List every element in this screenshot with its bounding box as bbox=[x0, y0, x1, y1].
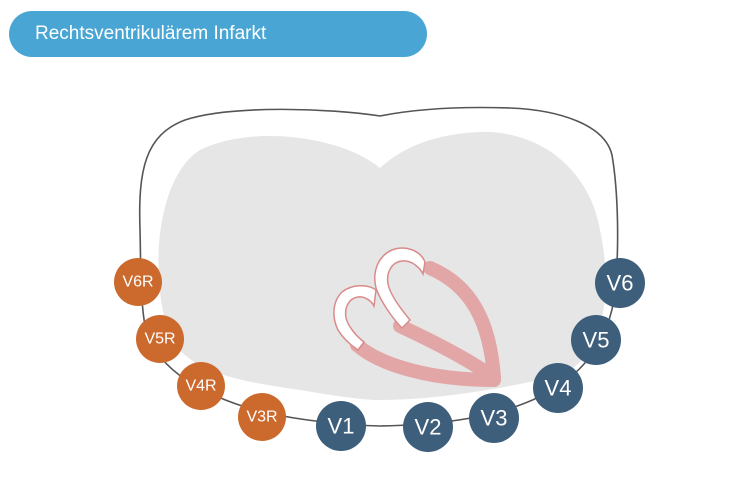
lead-v3: V3 bbox=[469, 393, 519, 443]
lead-v5r-electrode bbox=[136, 315, 184, 363]
heart-icon bbox=[333, 247, 501, 387]
lead-v4-label: V4 bbox=[545, 376, 572, 401]
septum-wall bbox=[393, 319, 501, 385]
thorax-outline bbox=[138, 106, 619, 427]
lead-v6r: V6R bbox=[114, 258, 162, 306]
lead-v5-label: V5 bbox=[583, 328, 610, 353]
lead-v3-electrode bbox=[469, 393, 519, 443]
lead-v4r-electrode bbox=[177, 362, 225, 410]
lead-v6-electrode bbox=[595, 258, 645, 308]
lead-v3r-label: V3R bbox=[246, 409, 277, 426]
lead-v5: V5 bbox=[571, 315, 621, 365]
lead-v1: V1 bbox=[316, 401, 366, 451]
lead-v2-electrode bbox=[403, 402, 453, 452]
lead-v3-label: V3 bbox=[481, 406, 508, 431]
right-atrium-outline bbox=[333, 285, 377, 352]
lead-v4r-label: V4R bbox=[185, 378, 216, 395]
lead-v6r-label: V6R bbox=[122, 274, 153, 291]
lead-v4r: V4R bbox=[177, 362, 225, 410]
left-atrium-outline bbox=[374, 247, 426, 330]
lead-v1-label: V1 bbox=[328, 414, 355, 439]
lead-v5-electrode bbox=[571, 315, 621, 365]
lead-v6r-electrode bbox=[114, 258, 162, 306]
lead-v4: V4 bbox=[533, 363, 583, 413]
lead-v1-electrode bbox=[316, 401, 366, 451]
lead-v5r: V5R bbox=[136, 315, 184, 363]
page-title: Rechtsventrikulärem Infarkt bbox=[35, 23, 267, 44]
right-sided-leads: V6R V5R V4R V3R bbox=[114, 258, 286, 441]
right-ventricle-wall bbox=[350, 338, 501, 387]
standard-leads: V1 V2 V3 V4 V5 V6 bbox=[316, 258, 645, 452]
lead-v4-electrode bbox=[533, 363, 583, 413]
lead-v6: V6 bbox=[595, 258, 645, 308]
lead-v3r-electrode bbox=[238, 393, 286, 441]
lead-v6-label: V6 bbox=[607, 271, 634, 296]
lead-v5r-label: V5R bbox=[144, 331, 175, 348]
lead-v2: V2 bbox=[403, 402, 453, 452]
title-banner: Rechtsventrikulärem Infarkt bbox=[9, 11, 427, 57]
left-ventricle-wall bbox=[423, 261, 501, 385]
lead-v2-label: V2 bbox=[415, 415, 442, 440]
lead-v3r: V3R bbox=[238, 393, 286, 441]
